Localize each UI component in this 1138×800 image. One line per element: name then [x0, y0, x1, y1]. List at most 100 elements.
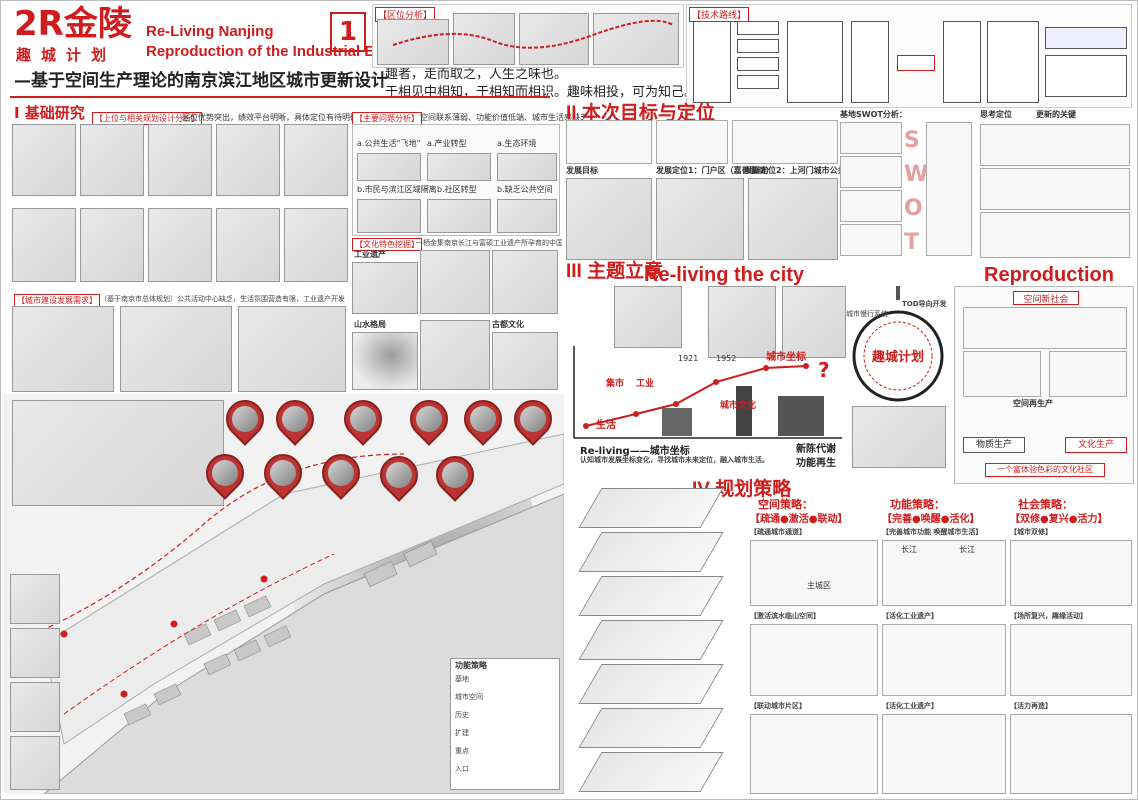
legend-row-2: 城市空间: [455, 693, 483, 701]
repro-panel-1: [963, 307, 1127, 349]
plan-map-10: [284, 208, 348, 282]
view-pin-photo-6: [514, 400, 552, 438]
plan-map-6: [12, 208, 76, 282]
swot-title: 基地SWOT分析：: [840, 110, 907, 119]
issue-d: b.市民与滨江区域隔离: [357, 185, 437, 194]
landscape-label: 山水格局: [354, 320, 386, 329]
landscape-map: [352, 332, 418, 390]
function-f2-diagram: [882, 624, 1006, 696]
repro-space-label: 空间再生产: [1013, 399, 1053, 408]
relive-axis-note: 认知城市发展坐标变化，寻找城市未来定位，融入城市生活。: [580, 456, 769, 464]
location-map-city: [519, 13, 589, 65]
relive-map-3: [782, 286, 846, 358]
view-pin-photo-7: [206, 454, 244, 492]
function-strategy: 功能策略： 【完善●唤醒●活化】 【完善城市功能 唤醒城市生活】 长江 长江 【…: [882, 496, 1006, 794]
repro-title: Reproduction: [984, 264, 1114, 286]
dev-goal-label: 发展目标: [566, 166, 598, 175]
relive-year-1: 1921: [678, 354, 699, 363]
fun-city-hub: 趣城计划 TOD导向开发 城市慢行系统: [846, 286, 950, 476]
site-legend-table: 功能策略 基地 城市空间 历史 扩建 重点 入口: [450, 658, 560, 790]
goal-text-1: [566, 120, 652, 164]
layer-1: [578, 488, 724, 528]
hub-buildings: [852, 406, 946, 468]
issue-b: a.产业转型: [427, 139, 467, 148]
legend-row-4: 扩建: [455, 729, 469, 737]
repro-box-culture: 文化生产: [1065, 437, 1127, 453]
view-pin-photo-11: [436, 456, 474, 494]
flow-box-1: [693, 21, 731, 103]
city-dev-diagrams: [12, 306, 346, 392]
upper-plan-grid-row-1: [12, 124, 348, 202]
legend-row-1: 基地: [455, 675, 469, 683]
issue-img-d: [357, 199, 421, 233]
goal-text-2: [656, 120, 728, 164]
thinking-key: 更新的关键: [1036, 110, 1076, 119]
layer-5: [578, 664, 724, 704]
repro-diagram: 空间新社会 空间再生产 物质生产 文化生产 一个富体验色彩的文化社区: [954, 286, 1134, 484]
relive-diagram: 1921 1952 城市坐标 生活 集市 工业 城市文化 ? Re-living…: [566, 286, 848, 478]
culture-tag: 【文化特色挖掘】: [352, 238, 422, 251]
section-1-sub1: 【上位与相关规划设计分析】: [92, 112, 202, 125]
relive-map-1: [614, 286, 682, 348]
legend-row-5: 重点: [455, 747, 469, 755]
site-photo-1: [10, 574, 60, 624]
repro-bottom-box: 一个富体验色彩的文化社区: [985, 463, 1105, 477]
layer-2: [578, 532, 724, 572]
issue-e: b.社区转型: [437, 185, 477, 194]
thinking-title: 思考定位: [980, 110, 1012, 119]
dev-map-1: [12, 306, 114, 392]
tod-label: TOD导向开发: [902, 300, 947, 308]
view-pin-photo-2: [276, 400, 314, 438]
flow-box-11: [1045, 55, 1127, 97]
changjiang-label-1: 长江: [901, 545, 917, 554]
space-s1-diagram: 主城区: [750, 540, 878, 606]
space-s3-diagram: [750, 714, 878, 794]
legend-table-title: 功能策略: [455, 661, 487, 670]
location-map-china: [377, 19, 449, 65]
flow-box-4: [737, 57, 779, 71]
site-overview-map: 功能策略 基地 城市空间 历史 扩建 重点 入口: [4, 394, 564, 794]
issue-img-f: [497, 199, 557, 233]
subtitle: —基于空间生产理论的南京滨江地区城市更新设计: [14, 71, 388, 91]
flow-box-2: [737, 21, 779, 35]
new-era-label: 新陈代谢: [796, 444, 836, 455]
swot-letter-w: W: [904, 162, 929, 187]
social-c3-label: 【活力再造】: [1010, 702, 1052, 710]
main-title-en: Re-Living Nanjing Reproduction of the In…: [146, 22, 409, 62]
new-era-label-2: 功能再生: [796, 458, 836, 469]
swot-letter-o: O: [904, 196, 923, 221]
position-2: 发展定位2：上河门城市公共中心: [744, 166, 862, 175]
flow-box-6: [787, 21, 843, 103]
goal-map-3: [748, 178, 838, 260]
relive-axis-label: Re-living——城市坐标: [580, 446, 690, 457]
social-c2-label: 【场所复兴，趣缘活动】: [1010, 612, 1087, 620]
flow-box-10: [1045, 27, 1127, 49]
goal-panel: 发展目标 发展定位1：门户区（嘉善联动） 发展定位2：上河门城市公共中心: [566, 120, 862, 262]
relive-year-2: 1952: [716, 354, 737, 363]
main-issue-note: 空间联系薄弱、功能价值低端、城市生活感缺乏: [420, 113, 588, 122]
main-title-sub-cn: 趣城计划: [16, 46, 117, 64]
goal-map-2: [656, 178, 744, 260]
goal-text-3: [732, 120, 838, 164]
issue-img-e: [427, 199, 491, 233]
repro-box-material: 物质生产: [963, 437, 1025, 453]
section-3-title: III 主题立意: [566, 261, 664, 282]
function-strategy-title: 功能策略：: [890, 498, 945, 511]
plan-map-9: [216, 208, 280, 282]
issue-img-a: [357, 153, 421, 181]
issue-img-b: [427, 153, 491, 181]
plan-map-1: [12, 124, 76, 196]
location-analysis: 【区位分析】: [372, 4, 684, 68]
repro-panel-2: [963, 351, 1041, 397]
plan-map-8: [148, 208, 212, 282]
ancient-label: 古都文化: [492, 320, 524, 329]
question-mark: ?: [818, 358, 830, 382]
goal-map-1: [566, 178, 652, 260]
ancient-map: [492, 332, 558, 390]
legend-row-6: 入口: [455, 765, 469, 773]
social-strategy-title: 社会策略：: [1018, 498, 1073, 511]
space-s3-label: 【联动城市片区】: [750, 702, 806, 710]
function-f3-label: 【活化工业遗产】: [882, 702, 938, 710]
issue-f: b.缺乏公共空间: [497, 185, 553, 194]
function-f3-diagram: [882, 714, 1006, 794]
